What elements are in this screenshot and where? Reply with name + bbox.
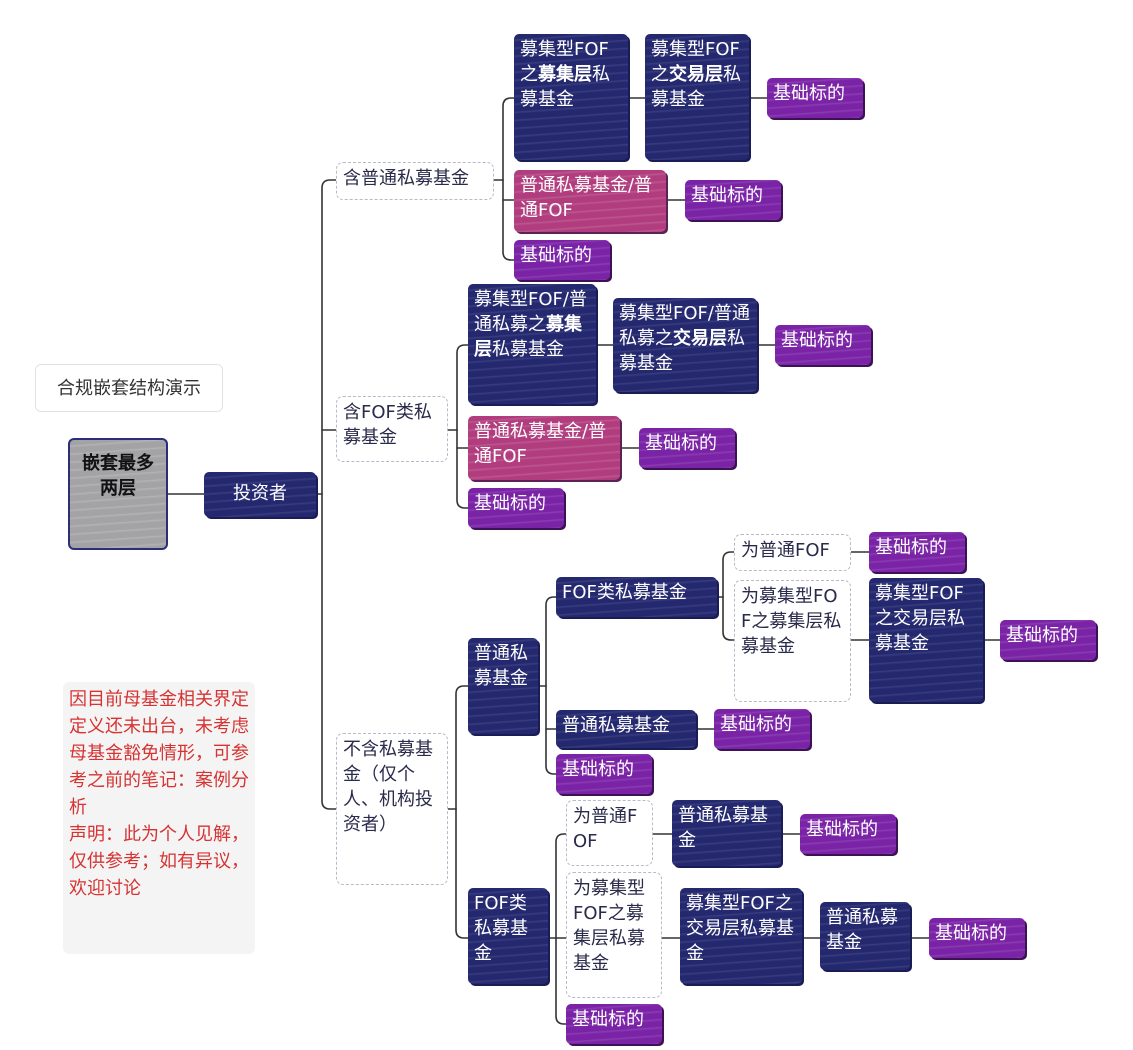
branch3-ordinary-child: 普通私募基金	[556, 710, 696, 748]
branch2-ordinary-fund: 普通私募基金/普通FOF	[468, 416, 620, 480]
note-line-1: 因目前母基金相关界定定义还未出台，未考虑母基金豁免情形，可参考之前的笔记：案例分…	[69, 689, 249, 818]
branch3-ordinary-underlying: 基础标的	[556, 754, 652, 794]
branch2-label: 含FOF类私募基金	[336, 396, 448, 462]
branch3-q-ordinary-fof: 为普通FOF	[566, 800, 653, 866]
branch3-q-trading-underlying: 基础标的	[929, 918, 1025, 958]
branch3-fof-trading-layer: 募集型FOF之交易层私募基金	[869, 578, 983, 702]
branch3-q-ordinary-underlying: 基础标的	[800, 814, 896, 854]
branch3-q-underlying: 基础标的	[566, 1004, 662, 1044]
note-box: 因目前母基金相关界定定义还未出台，未考虑母基金豁免情形，可参考之前的笔记：案例分…	[63, 682, 255, 954]
branch2-underlying-2: 基础标的	[639, 428, 735, 468]
branch3-fof-trading-underlying: 基础标的	[1000, 620, 1096, 660]
root-node: 嵌套最多两层	[68, 438, 168, 550]
diagram-title: 合规嵌套结构演示	[35, 364, 223, 412]
branch3-ordinary-fund: 普通私募基金	[468, 638, 538, 734]
branch2-underlying-3: 基础标的	[468, 488, 564, 528]
branch2-underlying-1: 基础标的	[775, 325, 871, 365]
branch1-trading-layer: 募集型FOF之交易层私募基金	[645, 34, 749, 160]
investor-node: 投资者	[204, 472, 316, 517]
branch1-underlying-2: 基础标的	[685, 180, 781, 220]
branch1-underlying-3: 基础标的	[514, 240, 610, 280]
branch3-q-ordinary-private: 普通私募基金	[672, 800, 781, 866]
branch3-q-trading-layer: 募集型FOF之交易层私募基金	[680, 888, 802, 984]
branch3-ordinary-child-underlying: 基础标的	[714, 709, 810, 749]
branch1-ordinary-fund: 普通私募基金/普通FOF	[514, 170, 666, 232]
branch3-q-fundraising: 为募集型FOF之募集层私募基金	[566, 872, 662, 998]
branch3-fof-private-fund: FOF类私募基金	[468, 888, 548, 984]
branch1-label: 含普通私募基金	[336, 162, 494, 200]
branch1-fundraising-layer: 募集型FOF之募集层私募基金	[514, 34, 628, 160]
branch3-label: 不含私募基金（仅个人、机构投资者）	[336, 733, 448, 885]
branch3-fof-ordinary-underlying: 基础标的	[869, 532, 965, 572]
branch3-fof-fund: FOF类私募基金	[556, 577, 717, 617]
branch1-underlying-1: 基础标的	[767, 78, 863, 118]
branch3-q-trading-private: 普通私募基金	[820, 902, 910, 970]
branch3-fof-fundraising: 为募集型FOF之募集层私募基金	[734, 580, 851, 702]
branch2-trading-layer: 募集型FOF/普通私募之交易层私募基金	[613, 298, 757, 392]
branch2-fundraising-layer: 募集型FOF/普通私募之募集层私募基金	[468, 284, 596, 404]
note-line-2: 声明：此为个人见解，仅供参考；如有异议，欢迎讨论	[69, 824, 249, 899]
branch3-fof-ordinary: 为普通FOF	[734, 534, 851, 571]
